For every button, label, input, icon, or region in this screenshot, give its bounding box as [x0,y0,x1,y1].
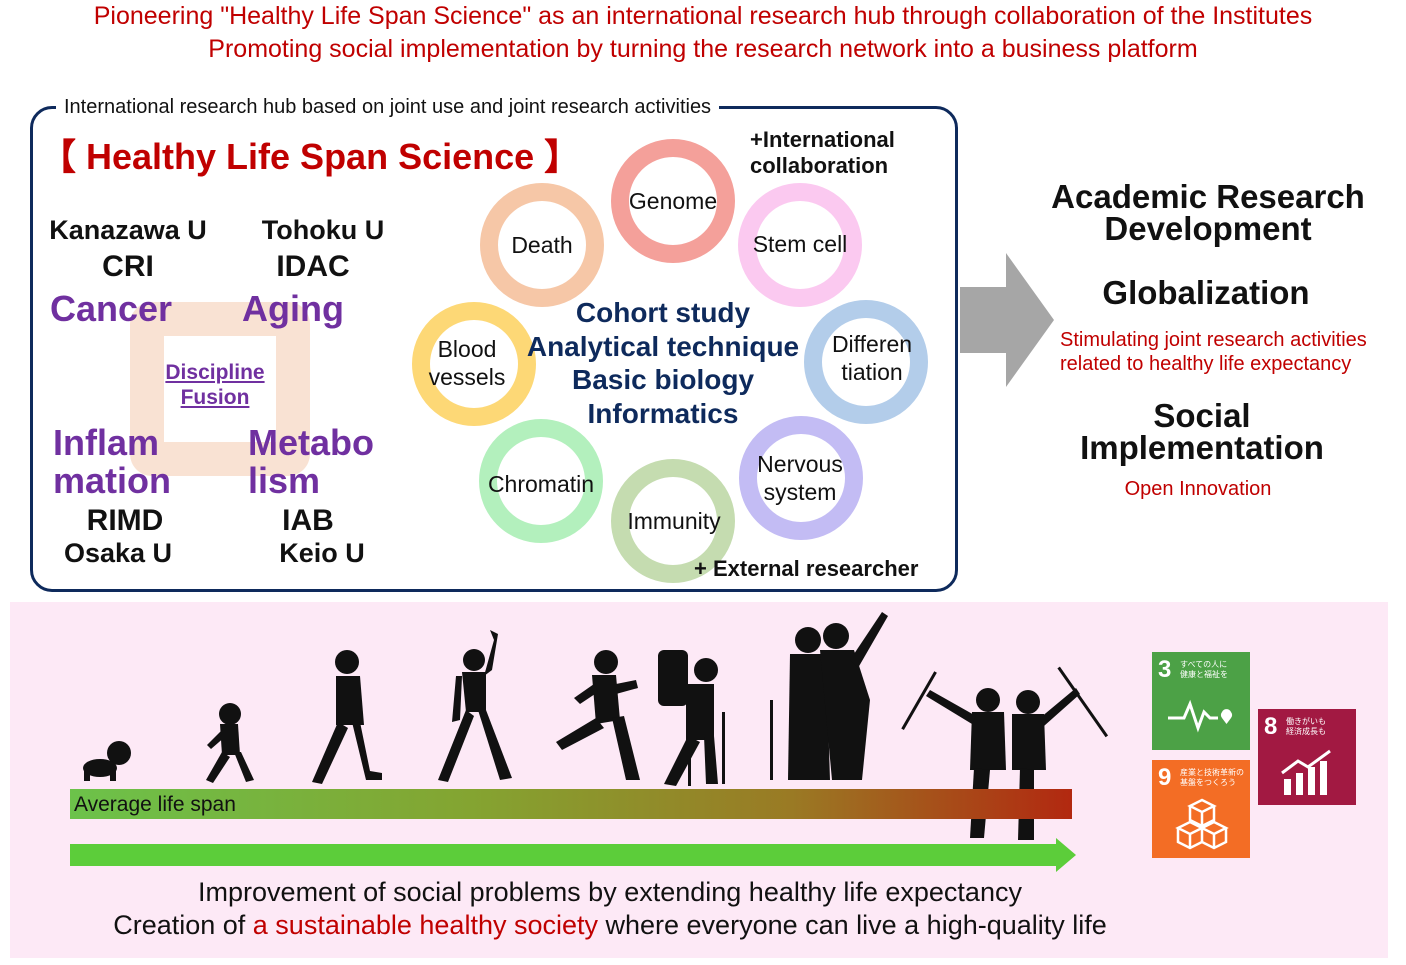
ring-label-genome: Genome [628,188,718,214]
institute-abbr-rimd: RIMD [86,504,164,537]
ring-label-blood-vessels: Blood vessels [428,336,506,390]
discipline-fusion-link[interactable]: Discipline Fusion [165,361,265,409]
ring-chromatin [479,419,603,543]
headline-1: Pioneering "Healthy Life Span Science" a… [93,2,1313,30]
hub-title: 【 Healthy Life Span Science 】 [40,136,581,177]
sdg-3-number: 3 [1158,656,1172,683]
silhouette-celebrating-seniors-icon [901,666,1109,840]
silhouette-walking-man-icon [312,650,382,784]
institute-abbr-iab: IAB [282,504,334,537]
silhouette-stretching-woman-icon [438,630,512,782]
sdg-9-text: 産業と技術革新の 基盤をつくろう [1180,768,1244,787]
note-international-collaboration: +International collaboration [750,127,895,178]
outcome-globalization-desc: Stimulating joint research activities re… [1060,329,1367,375]
sdg-8-number: 8 [1264,713,1278,740]
sdg-9-number: 9 [1158,764,1172,791]
cubes-icon [1175,798,1229,850]
outcome-globalization: Globalization [1102,274,1310,311]
bottom-statement-2: Creation of a sustainable healthy societ… [0,909,1220,941]
silhouette-baby-icon [83,741,131,781]
sdg-8-tile: 8 働きがいも 経済成長も [1258,709,1356,805]
growth-chart-icon [1281,749,1331,795]
note-external-researcher: + External researcher [694,556,919,581]
sdg-3-text: すべての人に 健康と福祉を [1180,660,1228,679]
institute-abbr-cri: CRI [102,250,154,283]
ring-label-death: Death [511,232,573,258]
outcome-academic-research: Academic Research Development [1051,178,1365,247]
sdg-9-tile: 9 産業と技術革新の 基盤をつくろう [1152,760,1250,858]
silhouette-runner-icon [556,650,640,780]
core-methods: Cohort study Analytical technique Basic … [508,296,818,430]
ring-immunity [611,459,735,583]
field-metabolism: Metabo lism [248,422,374,501]
silhouette-toddler-icon [206,703,254,783]
ring-label-stem-cell: Stem cell [752,231,848,257]
headline-2: Promoting social implementation by turni… [208,35,1198,63]
heartbeat-icon [1168,699,1232,733]
institute-abbr-idac: IDAC [276,250,350,283]
ring-death [480,183,604,307]
institute-univ-keio: Keio U [279,538,365,568]
institute-univ-tohoku: Tohoku U [261,215,385,245]
core-analytical-technique: Analytical technique [526,330,800,362]
ring-genome [611,139,735,263]
field-aging: Aging [242,288,344,329]
outcome-social-implementation: Social Implementation [1080,397,1324,466]
institute-univ-kanazawa: Kanazawa U [49,215,207,245]
ring-blood-vessels [412,302,536,426]
average-life-span-bar [70,789,1072,819]
silhouette-hiker-icon [658,650,725,786]
statement-suffix: where everyone can live a high-quality l… [598,910,1107,940]
arrow-right-icon [960,253,1054,387]
core-basic-biology: Basic biology [571,364,755,395]
ring-label-differentiation: Differen tiation [831,331,913,385]
statement-highlight: a sustainable healthy society [252,910,598,940]
institute-univ-osaka: Osaka U [63,538,173,568]
field-inflammation: Inflam mation [53,422,172,501]
ring-label-nervous-system: Nervous system [757,451,843,505]
silhouette-elderly-couple-icon [770,612,888,780]
average-life-span-label: Average life span [74,793,236,816]
outcome-open-innovation: Open Innovation [1124,478,1272,500]
ring-differentiation [804,300,928,424]
sdg-8-text: 働きがいも 経済成長も [1286,717,1326,736]
bottom-statement-1: Improvement of social problems by extend… [198,877,1022,907]
core-informatics: Informatics [587,397,739,429]
ring-label-immunity: Immunity [627,508,721,534]
ring-stem-cell [738,183,862,307]
ring-label-chromatin: Chromatin [487,471,595,497]
field-cancer: Cancer [50,288,173,329]
hub-caption: International research hub based on join… [56,94,720,120]
sdg-3-tile: 3 すべての人に 健康と福祉を [1152,652,1250,750]
statement-prefix: Creation of [113,910,253,940]
ring-nervous-system [739,416,863,540]
core-cohort-study: Cohort study [575,297,751,328]
healthy-life-expectancy-arrow [70,838,1076,872]
discipline-fusion-frame [130,302,310,476]
